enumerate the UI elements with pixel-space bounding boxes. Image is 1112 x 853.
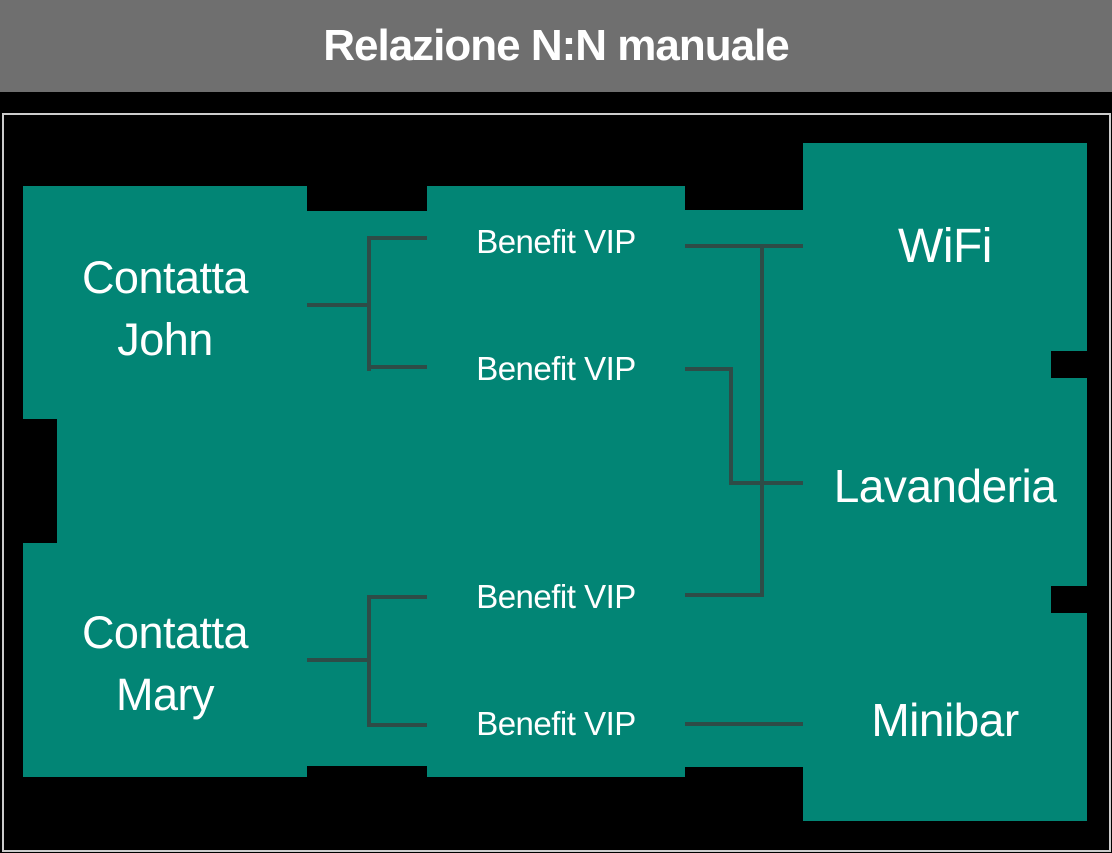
connector-mary-junction3	[371, 595, 427, 599]
connector-john-junction1	[371, 236, 427, 240]
left-edge-notch	[23, 419, 57, 543]
connector-mary-vertical	[367, 595, 371, 727]
right-edge-notch-top	[1051, 351, 1087, 378]
connector-right-vertical-2	[729, 367, 733, 485]
title-bar: Relazione N:N manuale	[0, 0, 1112, 92]
left-column-fill	[23, 186, 307, 777]
entity-contatta-mary-line2: Mary	[116, 669, 215, 720]
connector-john-vertical	[367, 236, 371, 371]
connector-junction1-wifi	[685, 244, 803, 248]
page-title: Relazione N:N manuale	[323, 21, 790, 70]
entity-contatta-mary-line1: Contatta	[81, 607, 249, 658]
connector-john-junction2	[371, 365, 427, 369]
junction-benefit-vip-2: Benefit VIP	[476, 350, 636, 387]
right-edge-notch-bottom	[1051, 586, 1087, 613]
connector-junction2-stub	[685, 367, 732, 371]
entity-lavanderia: Lavanderia	[833, 460, 1057, 512]
entity-minibar: Minibar	[871, 694, 1019, 746]
connector-mary-junction4	[371, 723, 427, 727]
middle-right-gap-fill	[685, 210, 803, 767]
junction-benefit-vip-1: Benefit VIP	[476, 223, 636, 260]
junction-benefit-vip-4: Benefit VIP	[476, 705, 636, 742]
entity-contatta-mary: Contatta Mary	[23, 602, 307, 726]
connector-to-lavanderia	[729, 481, 803, 485]
middle-column-fill	[427, 186, 685, 777]
entity-wifi: WiFi	[898, 220, 992, 273]
connector-john-stub	[307, 303, 371, 307]
connector-junction3-stub	[685, 593, 764, 597]
entity-contatta-john: Contatta John	[23, 247, 307, 371]
junction-benefit-vip-3: Benefit VIP	[476, 578, 636, 615]
diagram-canvas: Contatta John Contatta Mary Benefit VIP …	[2, 113, 1111, 852]
connector-junction4-minibar	[685, 722, 803, 726]
connector-mary-stub	[307, 658, 371, 662]
entity-contatta-john-line2: John	[117, 314, 213, 365]
connector-right-vertical-1	[760, 244, 764, 597]
right-column-fill	[803, 143, 1087, 821]
entity-contatta-john-line1: Contatta	[81, 252, 249, 303]
